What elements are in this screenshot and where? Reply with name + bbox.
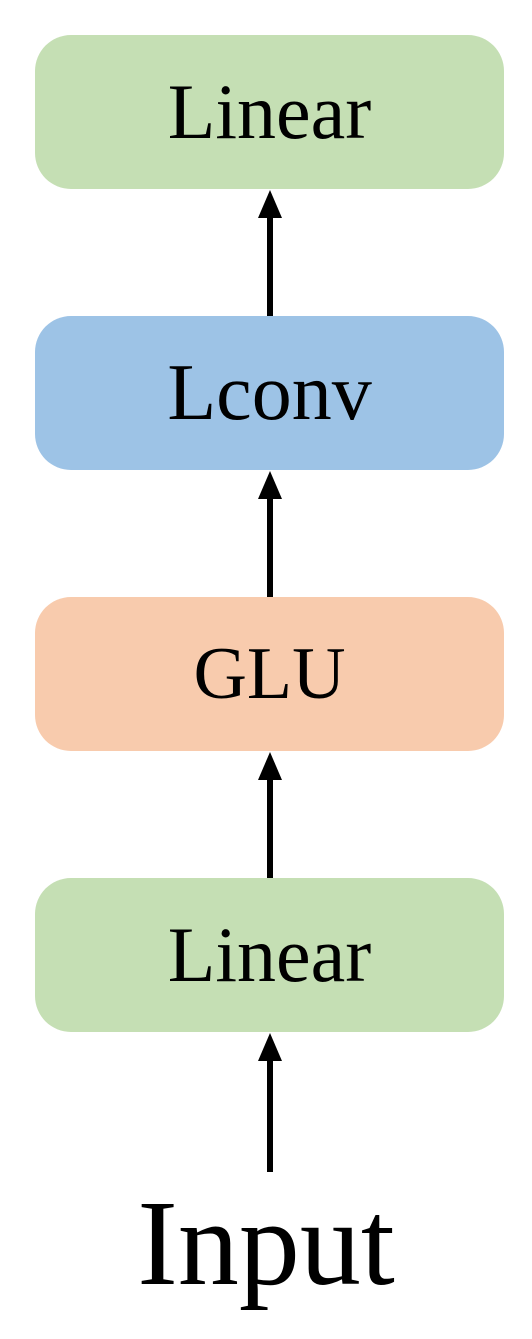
linear-output-block: Linear — [35, 35, 504, 189]
lconv-label: Lconv — [167, 349, 372, 437]
arrow-lconv-to-linear — [258, 190, 282, 316]
arrow-linear-to-glu — [258, 752, 282, 878]
lconv-block: Lconv — [35, 316, 504, 470]
glu-label: GLU — [193, 633, 346, 715]
linear-input-block: Linear — [35, 878, 504, 1032]
arrow-input-to-linear — [258, 1033, 282, 1172]
glu-block: GLU — [35, 597, 504, 751]
linear-output-label: Linear — [167, 68, 372, 155]
arrow-glu-to-lconv — [258, 471, 282, 597]
linear-input-label: Linear — [167, 911, 372, 998]
input-label: Input — [137, 1176, 395, 1311]
